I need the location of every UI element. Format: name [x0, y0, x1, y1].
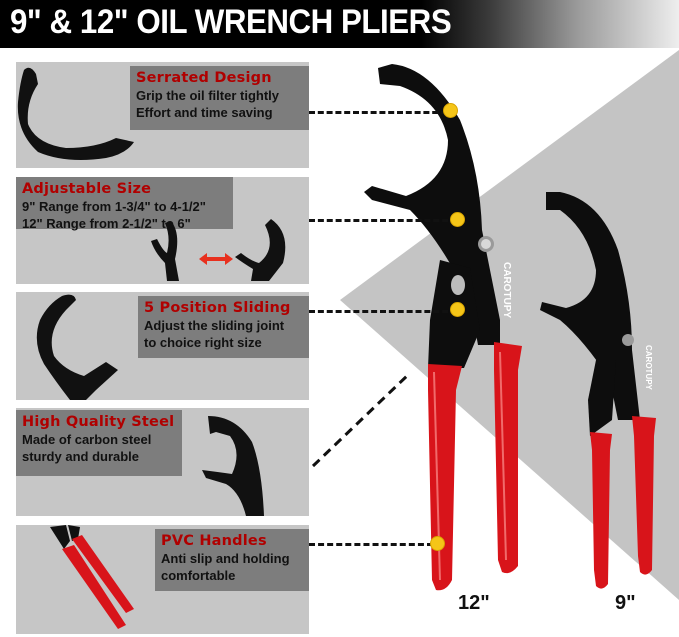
- jaw-closeup-icon: [17, 67, 135, 160]
- feature-label-serrated: Serrated Design Grip the oil filter tigh…: [130, 66, 309, 130]
- feature-text: Anti slip and holding: [161, 551, 290, 566]
- feature-title: 5 Position Sliding: [144, 300, 291, 316]
- leader-line-steel: [311, 372, 411, 468]
- feature-label-steel: High Quality Steel Made of carbon steel …: [16, 410, 182, 476]
- feature-label-sliding: 5 Position Sliding Adjust the sliding jo…: [138, 296, 309, 358]
- steel-jaw-icon: [202, 416, 264, 516]
- feature-text: comfortable: [161, 568, 236, 583]
- marker-dot-pvc: [430, 536, 445, 551]
- feature-panel-steel: High Quality Steel Made of carbon steel …: [16, 408, 309, 516]
- handle-closeup-icon: [50, 525, 134, 629]
- feature-title: High Quality Steel: [22, 414, 175, 430]
- feature-title: Adjustable Size: [22, 181, 152, 197]
- slide-joint-icon: [36, 294, 118, 400]
- marker-dot-sliding: [450, 302, 465, 317]
- feature-text: to choice right size: [144, 335, 262, 350]
- size-label-12: 12": [458, 592, 490, 614]
- feature-text: Adjust the sliding joint: [144, 318, 285, 333]
- leader-line-serrated: [309, 111, 447, 114]
- size-label-9: 9": [615, 592, 636, 614]
- feature-panel-sliding: 5 Position Sliding Adjust the sliding jo…: [16, 292, 309, 400]
- feature-title: Serrated Design: [136, 70, 272, 86]
- feature-panel-serrated: Serrated Design Grip the oil filter tigh…: [16, 62, 309, 168]
- marker-dot-adjustable: [450, 212, 465, 227]
- feature-text: Grip the oil filter tightly: [136, 88, 279, 103]
- leader-line-sliding: [309, 310, 457, 313]
- feature-panel-adjustable: Adjustable Size 9" Range from 1-3/4" to …: [16, 177, 309, 284]
- leader-line-pvc: [309, 543, 433, 546]
- feature-label-adjustable: Adjustable Size 9" Range from 1-3/4" to …: [16, 177, 233, 231]
- brand-text-9: CAROTUPY: [644, 345, 653, 391]
- marker-dot-serrated: [443, 103, 458, 118]
- feature-panel-pvc: PVC Handles Anti slip and holding comfor…: [16, 525, 309, 634]
- size-comparison-icon: [151, 219, 286, 281]
- feature-title: PVC Handles: [161, 533, 267, 549]
- feature-text: Effort and time saving: [136, 105, 273, 120]
- feature-label-pvc: PVC Handles Anti slip and holding comfor…: [155, 529, 309, 591]
- page-title: 9" & 12" OIL WRENCH PLIERS: [10, 3, 452, 41]
- feature-text: Made of carbon steel: [22, 432, 152, 447]
- feature-text: sturdy and durable: [22, 449, 140, 464]
- brand-text-12: CAROTUPY: [501, 262, 512, 318]
- feature-text: 9" Range from 1-3/4" to 4-1/2": [22, 199, 206, 214]
- feature-text: 12" Range from 2-1/2" to 6": [22, 216, 191, 231]
- header-banner: 9" & 12" OIL WRENCH PLIERS: [0, 0, 679, 48]
- leader-line-adjustable: [309, 219, 457, 222]
